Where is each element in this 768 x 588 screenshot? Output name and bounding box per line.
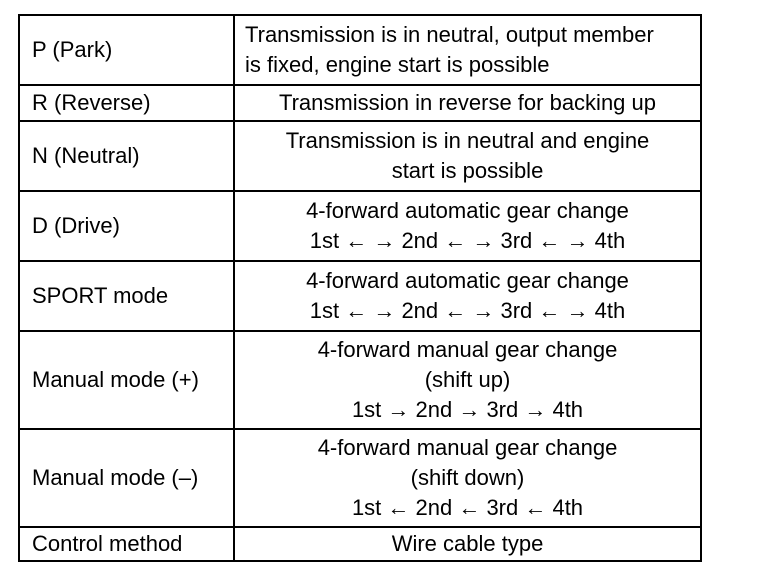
description-line: 1st ← → 2nd ← → 3rd ← → 4th	[309, 298, 626, 323]
description-cell: Transmission is in neutral, output membe…	[233, 14, 702, 86]
description-cell: Transmission is in neutral and engine st…	[233, 120, 702, 192]
description-line: 4-forward manual gear change	[317, 435, 618, 460]
description-line: 4-forward automatic gear change	[306, 198, 629, 223]
description-line: Wire cable type	[391, 531, 544, 556]
mode-cell: N (Neutral)	[18, 120, 235, 192]
table-row-park: P (Park) Transmission is in neutral, out…	[18, 14, 702, 86]
description-cell: 4-forward manual gear change (shift down…	[233, 428, 702, 528]
description-cell: 4-forward automatic gear change 1st ← → …	[233, 260, 702, 332]
table-row-neutral: N (Neutral) Transmission is in neutral a…	[18, 120, 702, 192]
table-row-drive: D (Drive) 4-forward automatic gear chang…	[18, 190, 702, 262]
table-row-sport-mode: SPORT mode 4-forward automatic gear chan…	[18, 260, 702, 332]
description-line: Transmission is in neutral and engine	[285, 128, 650, 153]
mode-cell: Manual mode (+)	[18, 330, 235, 430]
description-line: (shift down)	[410, 465, 525, 490]
description-cell: Wire cable type	[233, 526, 702, 562]
shift-position-table: P (Park) Transmission is in neutral, out…	[18, 14, 702, 562]
description-line: Transmission in reverse for backing up	[278, 90, 656, 115]
description-line: 1st ← 2nd ← 3rd ← 4th	[351, 495, 584, 520]
description-line: is fixed, engine start is possible	[245, 52, 550, 77]
description-line: Transmission is in neutral, output membe…	[245, 22, 654, 47]
description-line: 4-forward manual gear change	[317, 337, 618, 362]
mode-cell: SPORT mode	[18, 260, 235, 332]
description-line: (shift up)	[424, 367, 511, 392]
shift-position-table-sheet: P (Park) Transmission is in neutral, out…	[18, 14, 702, 562]
mode-cell: Manual mode (–)	[18, 428, 235, 528]
mode-cell: R (Reverse)	[18, 84, 235, 122]
table-row-manual-mode-minus: Manual mode (–) 4-forward manual gear ch…	[18, 428, 702, 528]
description-line: 1st → 2nd → 3rd → 4th	[351, 397, 584, 422]
mode-cell: Control method	[18, 526, 235, 562]
description-cell: 4-forward manual gear change (shift up) …	[233, 330, 702, 430]
description-line: 1st ← → 2nd ← → 3rd ← → 4th	[309, 228, 626, 253]
mode-cell: P (Park)	[18, 14, 235, 86]
description-line: 4-forward automatic gear change	[306, 268, 629, 293]
description-cell: Transmission in reverse for backing up	[233, 84, 702, 122]
mode-cell: D (Drive)	[18, 190, 235, 262]
table-row-control-method: Control method Wire cable type	[18, 526, 702, 562]
table-row-reverse: R (Reverse) Transmission in reverse for …	[18, 84, 702, 122]
description-line: start is possible	[391, 158, 544, 183]
table-row-manual-mode-plus: Manual mode (+) 4-forward manual gear ch…	[18, 330, 702, 430]
description-cell: 4-forward automatic gear change 1st ← → …	[233, 190, 702, 262]
